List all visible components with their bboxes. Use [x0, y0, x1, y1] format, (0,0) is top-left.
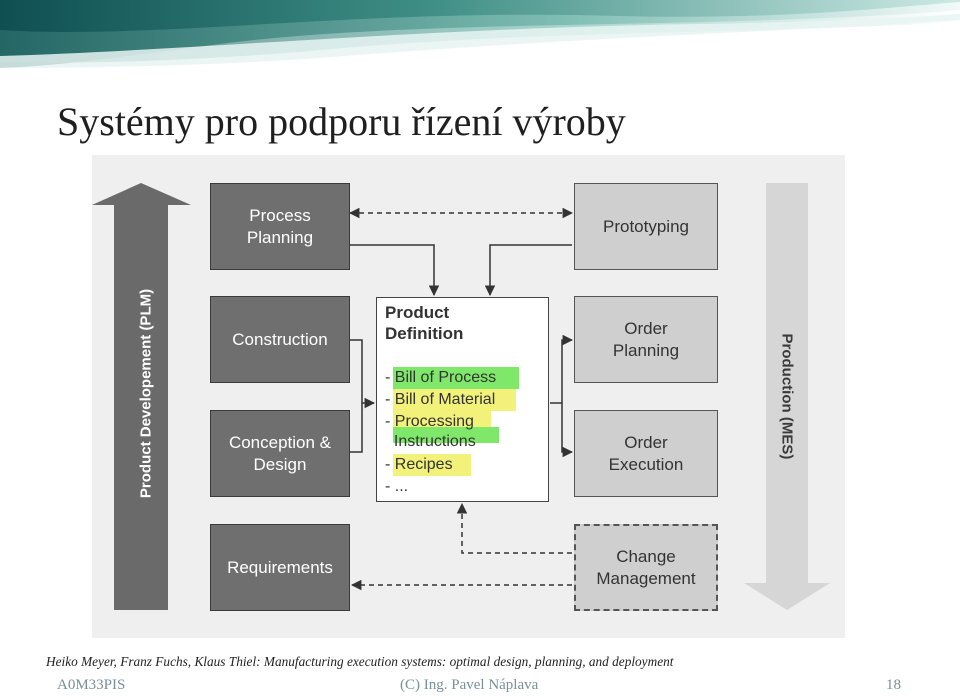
prototyping-box: Prototyping: [574, 183, 718, 270]
footer-author: (C) Ing. Pavel Náplava: [400, 677, 539, 693]
product-definition-title: Product Definition: [385, 303, 464, 343]
change-management-label: Change Management: [596, 546, 696, 588]
order-execution-box: Order Execution: [574, 410, 718, 497]
instructions-item: Instructions: [385, 433, 476, 450]
header-banner: [0, 0, 960, 70]
process-planning-box: Process Planning: [210, 183, 350, 270]
order-planning-label: Order Planning: [612, 318, 680, 360]
process-planning-label: Process Planning: [246, 205, 314, 247]
footer-page-number: 18: [886, 677, 901, 693]
highlight-instructions: [393, 427, 499, 443]
more-item: - ...: [385, 478, 409, 495]
bill-of-process-item: - Bill of Process: [385, 369, 497, 386]
conception-design-box: Conception & Design: [210, 410, 350, 497]
highlight-recipes: [393, 454, 471, 476]
plm-arrow-shape: [92, 183, 191, 610]
prototyping-label: Prototyping: [603, 216, 689, 236]
diagram-connectors: [92, 183, 830, 610]
highlight-bill-of-process: [393, 367, 519, 389]
mes-diagram: Product Developement (PLM) Production (M…: [92, 155, 845, 638]
plm-arrow-label: Product Developement (PLM): [137, 288, 155, 499]
change-management-box: Change Management: [574, 524, 718, 611]
processing-item: - Processing: [385, 413, 474, 430]
requirements-box: Requirements: [210, 524, 350, 611]
footer-course: A0M33PIS: [57, 677, 126, 693]
mes-arrow-label: Production (MES): [778, 333, 796, 460]
requirements-label: Requirements: [227, 557, 333, 577]
mes-arrow-shape: [744, 183, 830, 610]
construction-box: Construction: [210, 296, 350, 383]
product-definition-box: Product Definition - Bill of Process - B…: [376, 297, 549, 502]
bill-of-material-item: - Bill of Material: [385, 391, 496, 408]
order-planning-box: Order Planning: [574, 296, 718, 383]
construction-label: Construction: [232, 329, 328, 349]
highlight-bill-of-material: [393, 389, 516, 411]
conception-design-label: Conception & Design: [228, 432, 332, 474]
order-execution-label: Order Execution: [608, 432, 684, 474]
citation: Heiko Meyer, Franz Fuchs, Klaus Thiel: M…: [46, 654, 674, 669]
recipes-item: - Recipes: [385, 456, 453, 473]
slide-title: Systémy pro podporu řízení výroby: [57, 99, 626, 144]
